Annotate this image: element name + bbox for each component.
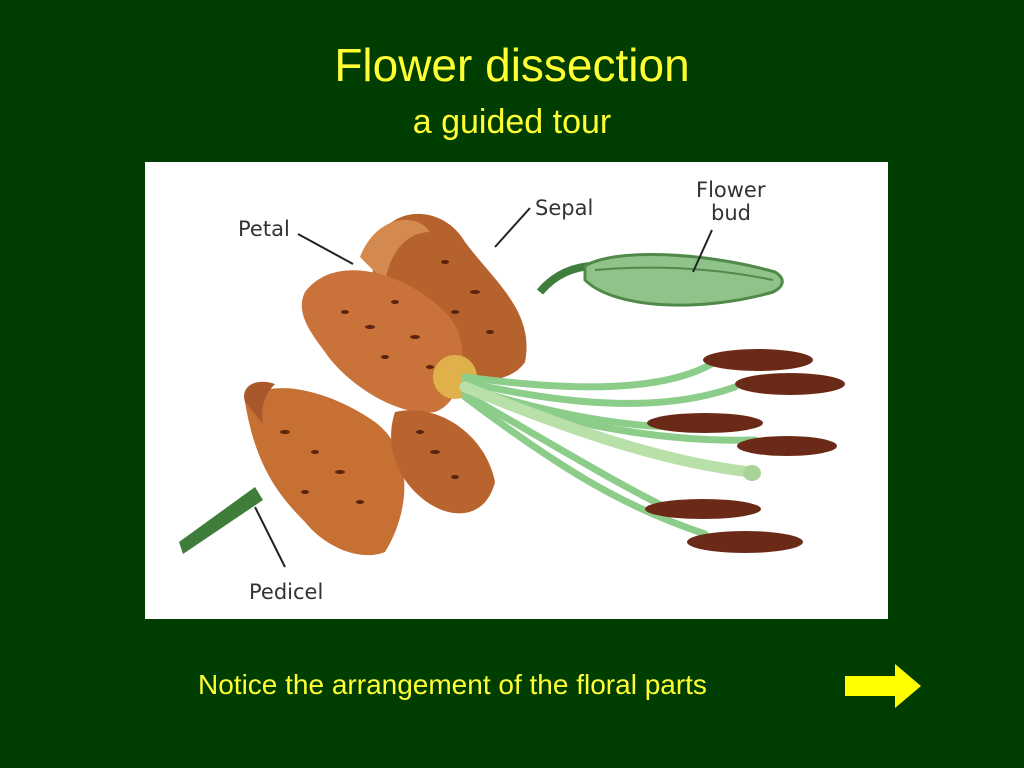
petal-curl xyxy=(244,381,275,424)
petal-upper xyxy=(301,270,464,413)
label-leader-lines xyxy=(254,207,713,568)
label-flower-bud-line2: bud xyxy=(711,201,751,225)
anthers xyxy=(645,349,845,553)
label-pedicel: Pedicel xyxy=(249,580,323,604)
lily-dissection-figure: Petal Sepal Flower bud Pedicel xyxy=(145,162,888,619)
petal-speckles xyxy=(280,260,494,504)
flower-bud xyxy=(583,253,784,307)
petal-lower xyxy=(245,388,405,556)
right-arrow-icon[interactable] xyxy=(843,662,923,710)
slide-caption: Notice the arrangement of the floral par… xyxy=(198,669,707,700)
pedicel-stem xyxy=(179,487,263,554)
lily-illustration: Petal Sepal Flower bud Pedicel xyxy=(179,178,845,604)
style xyxy=(459,381,756,478)
sepal-loop xyxy=(360,219,430,282)
slide-subtitle: a guided tour xyxy=(412,103,612,141)
slide-title: Flower dissection xyxy=(334,39,690,91)
stigma xyxy=(743,465,761,481)
label-petal: Petal xyxy=(238,217,290,241)
bud-seam xyxy=(594,266,774,281)
label-sepal: Sepal xyxy=(535,196,593,220)
label-flower-bud-line1: Flower xyxy=(696,178,766,202)
sepal-lower xyxy=(391,410,495,514)
